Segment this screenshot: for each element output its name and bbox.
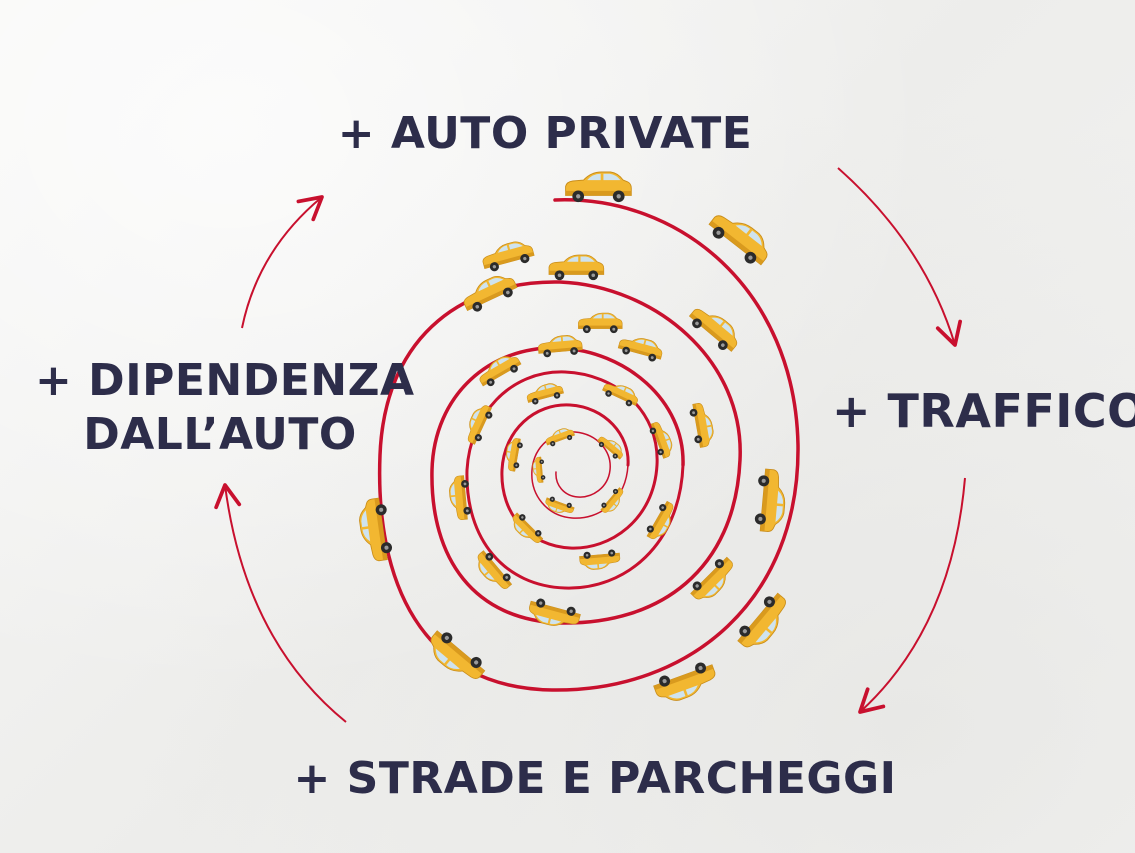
car-icon [461,401,496,447]
car-icon [524,380,565,407]
car-icon [537,333,584,359]
label-dipendenza-dall-auto: + DIPENDENZA DALL’AUTO [35,354,415,461]
car-icon [647,419,676,460]
car-icon [543,425,576,449]
car-icon [704,205,776,271]
label-strade-e-parcheggi: + STRADE E PARCHEGGI [293,753,897,804]
car-icon [458,269,520,316]
label-auto-private: + AUTO PRIVATE [337,108,753,159]
car-icon [548,254,605,281]
cycle-arrow-bottom-left [214,483,347,723]
cycle-arrow-bottom-right [858,477,966,714]
label-dipendenza-line2: DALL’AUTO [83,408,357,460]
cycle-arrow-top-left [241,195,324,329]
car-icon [526,595,583,633]
label-traffico: + TRAFFICO [832,384,1135,438]
car-icon [732,588,796,656]
label-dipendenza-line1: + DIPENDENZA [35,355,415,406]
car-icon [422,625,490,689]
car-icon [685,300,745,356]
car-icon [598,485,628,517]
car-icon [686,553,741,607]
cycle-arrow-top-right [837,167,963,347]
car-icon [578,312,623,334]
car-icon [651,658,720,708]
car-icon [503,436,525,473]
car-icon [753,468,789,534]
car-icon [578,548,621,572]
car-icon [356,496,395,564]
car-icon [616,332,665,364]
car-icon [687,401,716,449]
car-icon [543,494,576,518]
car-icon [565,171,632,203]
car-icon [479,237,536,275]
